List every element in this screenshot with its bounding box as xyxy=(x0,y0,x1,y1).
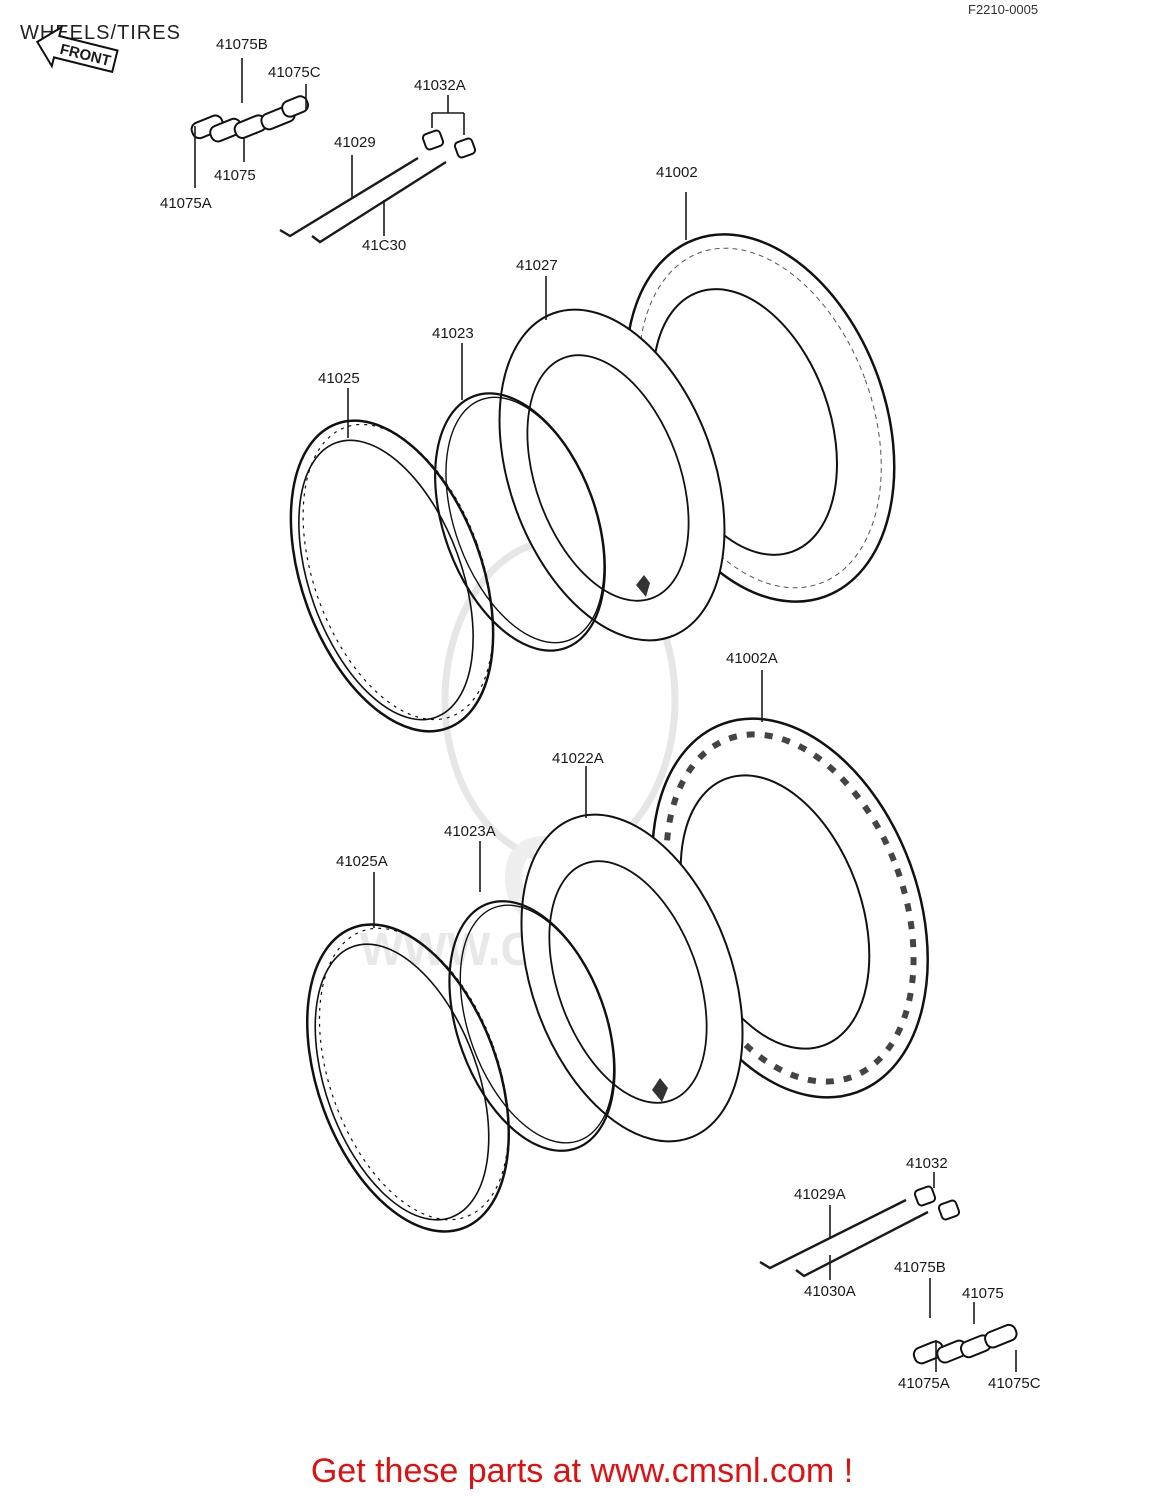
label-41075-top: 41075 xyxy=(214,167,256,184)
rear-rim xyxy=(306,872,510,1233)
label-41075C-bottom: 41075C xyxy=(988,1375,1041,1392)
label-41022A: 41022A xyxy=(552,750,604,767)
label-41075B-top: 41075B xyxy=(216,36,268,53)
spoke-pair-top xyxy=(279,155,447,244)
label-41023: 41023 xyxy=(432,325,474,342)
label-41002: 41002 xyxy=(656,164,698,181)
rear-rim-band xyxy=(448,841,616,1152)
rear-inner-tube xyxy=(520,766,744,1143)
label-41023A: 41023A xyxy=(444,823,496,840)
label-41075C-top: 41075C xyxy=(268,64,321,81)
label-41022: 41027 xyxy=(516,257,558,274)
label-41075A-bottom: 41075A xyxy=(898,1375,950,1392)
front-inner-tube xyxy=(498,276,726,642)
label-41075B-bottom: 41075B xyxy=(894,1259,946,1276)
label-41075-bottom: 41075 xyxy=(962,1285,1004,1302)
label-41025: 41025 xyxy=(318,370,360,387)
diagram-code: F2210-0005 xyxy=(968,2,1039,17)
front-rim-band xyxy=(434,343,606,652)
valve-nut-bottom xyxy=(913,1172,961,1221)
label-41002A: 41002A xyxy=(726,650,778,667)
label-41025A: 41025A xyxy=(336,853,388,870)
label-41029: 41029 xyxy=(334,134,376,151)
spoke-pair-bottom xyxy=(759,1198,929,1280)
label-41032: 41032 xyxy=(906,1155,948,1172)
front-rim xyxy=(289,388,495,733)
front-arrow-icon: FRONT xyxy=(35,25,119,74)
valve-cap-group-top xyxy=(190,58,310,188)
cmsnl-parts-link[interactable]: Get these parts at www.cmsnl.com ! xyxy=(310,1452,854,1490)
label-41075A-top: 41075A xyxy=(160,195,212,212)
label-41032A: 41032A xyxy=(414,77,466,94)
part-labels: 41075B 41075C 41075 41075A 41032A 41029 … xyxy=(160,36,1041,1392)
valve-cap-group-bottom xyxy=(912,1278,1018,1372)
label-41030A: 41030A xyxy=(804,1283,856,1300)
label-41029A: 41029A xyxy=(794,1186,846,1203)
label-41030: 41C30 xyxy=(362,237,406,254)
valve-nut-top xyxy=(421,95,477,159)
